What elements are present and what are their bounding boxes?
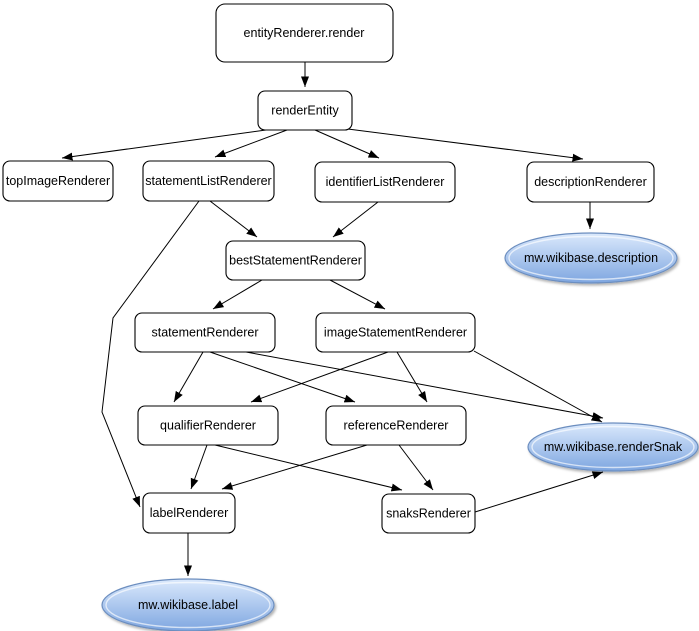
node-label: bestStatementRenderer — [229, 254, 362, 268]
node-label: mw.wikibase.renderSnak — [544, 440, 683, 454]
node-renderentity: renderEntity — [257, 90, 353, 131]
box-shape — [381, 493, 476, 534]
node-label: topImageRenderer — [6, 174, 110, 188]
node-label: descriptionRenderer — [534, 175, 647, 189]
edge-render_entity-to-top_image_renderer — [61, 129, 267, 161]
box-shape — [134, 312, 276, 353]
edge-reference_renderer-to-label_renderer — [221, 444, 368, 490]
ellipse-shape — [527, 422, 699, 472]
node-label: snaksRenderer — [386, 507, 471, 521]
edge-qualifier_renderer-to-snaks_renderer — [214, 444, 403, 492]
node-snaksrenderer: snaksRenderer — [381, 493, 476, 534]
node-mw-wikibase-rendersnak: mw.wikibase.renderSnak — [527, 422, 699, 472]
node-qualifierrenderer: qualifierRenderer — [137, 405, 279, 446]
box-shape — [314, 161, 456, 203]
node-statementlistrenderer: statementListRenderer — [142, 160, 275, 202]
node-label: identifierListRenderer — [326, 175, 445, 189]
node-labelrenderer: labelRenderer — [142, 492, 236, 534]
node-label: statementRenderer — [151, 326, 258, 340]
node-label: mw.wikibase.description — [524, 251, 658, 265]
box-shape — [257, 90, 353, 131]
node-imagestatementrenderer: imageStatementRenderer — [315, 312, 476, 353]
box-shape — [315, 312, 476, 353]
ellipse-shape — [101, 578, 275, 631]
ellipse-inner-ring — [105, 581, 271, 629]
edge-reference_renderer-to-snaks_renderer — [398, 444, 434, 491]
box-shape — [325, 405, 467, 446]
edge-snaks_renderer-to-mw_wikibase_render_snak — [474, 471, 604, 513]
ellipse-shape — [504, 232, 678, 284]
edge-layer — [61, 62, 604, 576]
edge-render_entity-to-description_renderer — [339, 127, 584, 162]
edge-render_entity-to-identifier_list_renderer — [314, 129, 380, 159]
edge-qualifier_renderer-to-label_renderer — [190, 444, 208, 490]
box-shape — [526, 161, 655, 203]
edge-render_entity-to-statement_list_renderer — [214, 129, 288, 158]
node-label: mw.wikibase.label — [138, 598, 238, 612]
edge-best_statement_renderer-to-image_statement_renderer — [329, 279, 386, 310]
ellipse-inner-ring — [508, 235, 674, 281]
node-label: renderEntity — [271, 104, 339, 118]
edge-identifier_list_renderer-to-best_statement_renderer — [332, 201, 379, 238]
node-label: imageStatementRenderer — [324, 326, 467, 340]
box-shape — [137, 405, 279, 446]
edge-statement_list_renderer-to-label_renderer — [101, 200, 200, 508]
edge-statement_renderer-to-mw_wikibase_render_snak — [245, 351, 604, 421]
node-descriptionrenderer: descriptionRenderer — [526, 161, 655, 203]
box-shape — [215, 3, 394, 63]
box-shape — [225, 240, 366, 281]
ellipse-inner-ring — [531, 425, 695, 469]
edge-image_statement_renderer-to-mw_wikibase_render_snak — [473, 350, 603, 423]
edge-statement_renderer-to-qualifier_renderer — [173, 351, 204, 403]
node-beststatementrenderer: bestStatementRenderer — [225, 240, 366, 281]
box-shape — [2, 160, 114, 202]
node-statementrenderer: statementRenderer — [134, 312, 276, 353]
node-mw-wikibase-label: mw.wikibase.label — [101, 578, 275, 631]
node-referencerenderer: referenceRenderer — [325, 405, 467, 446]
node-label: labelRenderer — [150, 506, 229, 520]
edge-best_statement_renderer-to-statement_renderer — [212, 279, 263, 310]
node-label: referenceRenderer — [344, 419, 449, 433]
node-topimagerenderer: topImageRenderer — [2, 160, 114, 202]
box-shape — [142, 160, 275, 202]
node-label: qualifierRenderer — [160, 419, 256, 433]
node-label: entityRenderer.render — [244, 26, 365, 40]
edge-image_statement_renderer-to-qualifier_renderer — [250, 351, 389, 403]
edge-image_statement_renderer-to-reference_renderer — [396, 351, 428, 403]
node-mw-wikibase-description: mw.wikibase.description — [504, 232, 678, 284]
node-identifierlistrenderer: identifierListRenderer — [314, 161, 456, 203]
box-shape — [142, 492, 236, 534]
node-label: statementListRenderer — [145, 174, 271, 188]
node-entityrenderer-render: entityRenderer.render — [215, 3, 394, 63]
edge-statement_list_renderer-to-best_statement_renderer — [209, 200, 258, 238]
edge-statement_renderer-to-reference_renderer — [209, 351, 356, 403]
